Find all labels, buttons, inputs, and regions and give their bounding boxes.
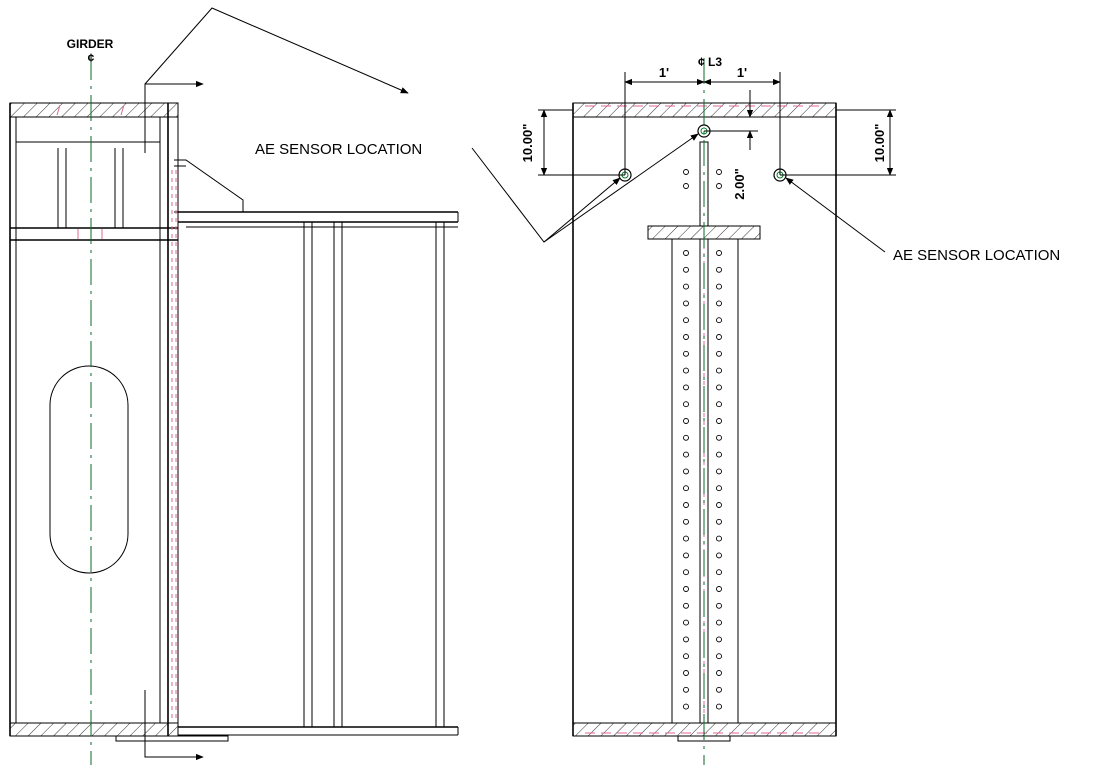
bolt-hole xyxy=(683,350,689,357)
bolt-hole xyxy=(683,334,689,340)
bolt-hole xyxy=(683,552,689,559)
bolt-hole xyxy=(716,586,722,592)
bolt-hole xyxy=(716,552,722,559)
bolt-hole xyxy=(716,569,722,576)
bolt-hole xyxy=(716,317,722,324)
dim-depth-left: 10.00" xyxy=(520,124,535,163)
bolt-hole xyxy=(716,535,722,542)
bolt-hole xyxy=(716,384,722,391)
bolt-hole xyxy=(683,266,689,273)
bolt-hole xyxy=(683,451,689,458)
bolt-hole xyxy=(683,670,689,676)
bolt-hole xyxy=(716,283,722,290)
bolt-hole xyxy=(716,266,722,273)
bolt-hole xyxy=(716,350,722,357)
bolt-hole xyxy=(683,653,689,660)
ae-sensor-label-left: AE SENSOR LOCATION xyxy=(255,141,422,158)
bolt-hole xyxy=(683,384,689,391)
bolt-hole xyxy=(683,401,689,408)
bolt-hole xyxy=(716,602,722,609)
bolt-hole xyxy=(716,451,722,458)
dim-spacing-right: 1' xyxy=(737,65,747,80)
bolt-hole xyxy=(683,569,689,576)
bolt-holes-upper xyxy=(683,169,722,189)
bolt-hole xyxy=(716,418,722,424)
bolt-hole xyxy=(683,300,689,307)
section-view: ¢ L3 1' 1' 10.00" 10.00" 2.00" AE SENSOR… xyxy=(255,55,1060,765)
bolt-hole xyxy=(683,686,689,693)
bolt-hole xyxy=(716,502,722,508)
dim-sensor-offset: 2.00" xyxy=(732,168,747,199)
dim-depth-right: 10.00" xyxy=(872,124,887,163)
bolt-hole xyxy=(683,434,689,441)
girder-side-view: GIRDER ¢ xyxy=(9,7,459,765)
bolt-hole xyxy=(716,518,722,525)
bolt-hole xyxy=(683,468,689,475)
bolt-hole xyxy=(716,686,722,693)
bolt-hole xyxy=(683,602,689,609)
bolt-hole xyxy=(683,518,689,525)
bolt-hole xyxy=(716,401,722,408)
girder-label: GIRDER xyxy=(67,37,114,51)
bolt-hole xyxy=(716,250,722,256)
l3-centerline-label: ¢ L3 xyxy=(698,55,722,69)
bolt-hole xyxy=(716,670,722,676)
bolt-hole xyxy=(716,485,722,492)
bolt-hole xyxy=(683,636,689,643)
bolt-hole xyxy=(683,535,689,542)
dim-spacing-left: 1' xyxy=(659,65,669,80)
bolt-hole xyxy=(716,703,722,710)
bolt-hole xyxy=(683,317,689,324)
bolt-hole xyxy=(683,619,689,626)
top-flange-left xyxy=(9,102,179,118)
bolt-hole xyxy=(716,367,722,374)
ae-sensor-label-right: AE SENSOR LOCATION xyxy=(893,247,1060,264)
slotted-hole xyxy=(49,365,129,574)
bolt-hole xyxy=(683,485,689,492)
girder-centerline-symbol: ¢ xyxy=(88,51,95,65)
bolt-hole xyxy=(716,636,722,643)
bolt-hole xyxy=(716,334,722,340)
bolt-hole xyxy=(716,619,722,626)
bolt-hole xyxy=(716,300,722,307)
bolt-hole xyxy=(683,283,689,290)
bolt-hole xyxy=(716,653,722,660)
bolt-holes-column xyxy=(683,250,722,710)
bottom-flange-left xyxy=(9,722,179,737)
bolt-hole xyxy=(683,586,689,592)
bolt-hole xyxy=(683,502,689,508)
bolt-hole xyxy=(716,468,722,475)
bolt-hole xyxy=(683,418,689,424)
bolt-hole xyxy=(716,434,722,441)
bolt-hole xyxy=(683,250,689,256)
bolt-hole xyxy=(683,367,689,374)
bolt-hole xyxy=(683,703,689,710)
